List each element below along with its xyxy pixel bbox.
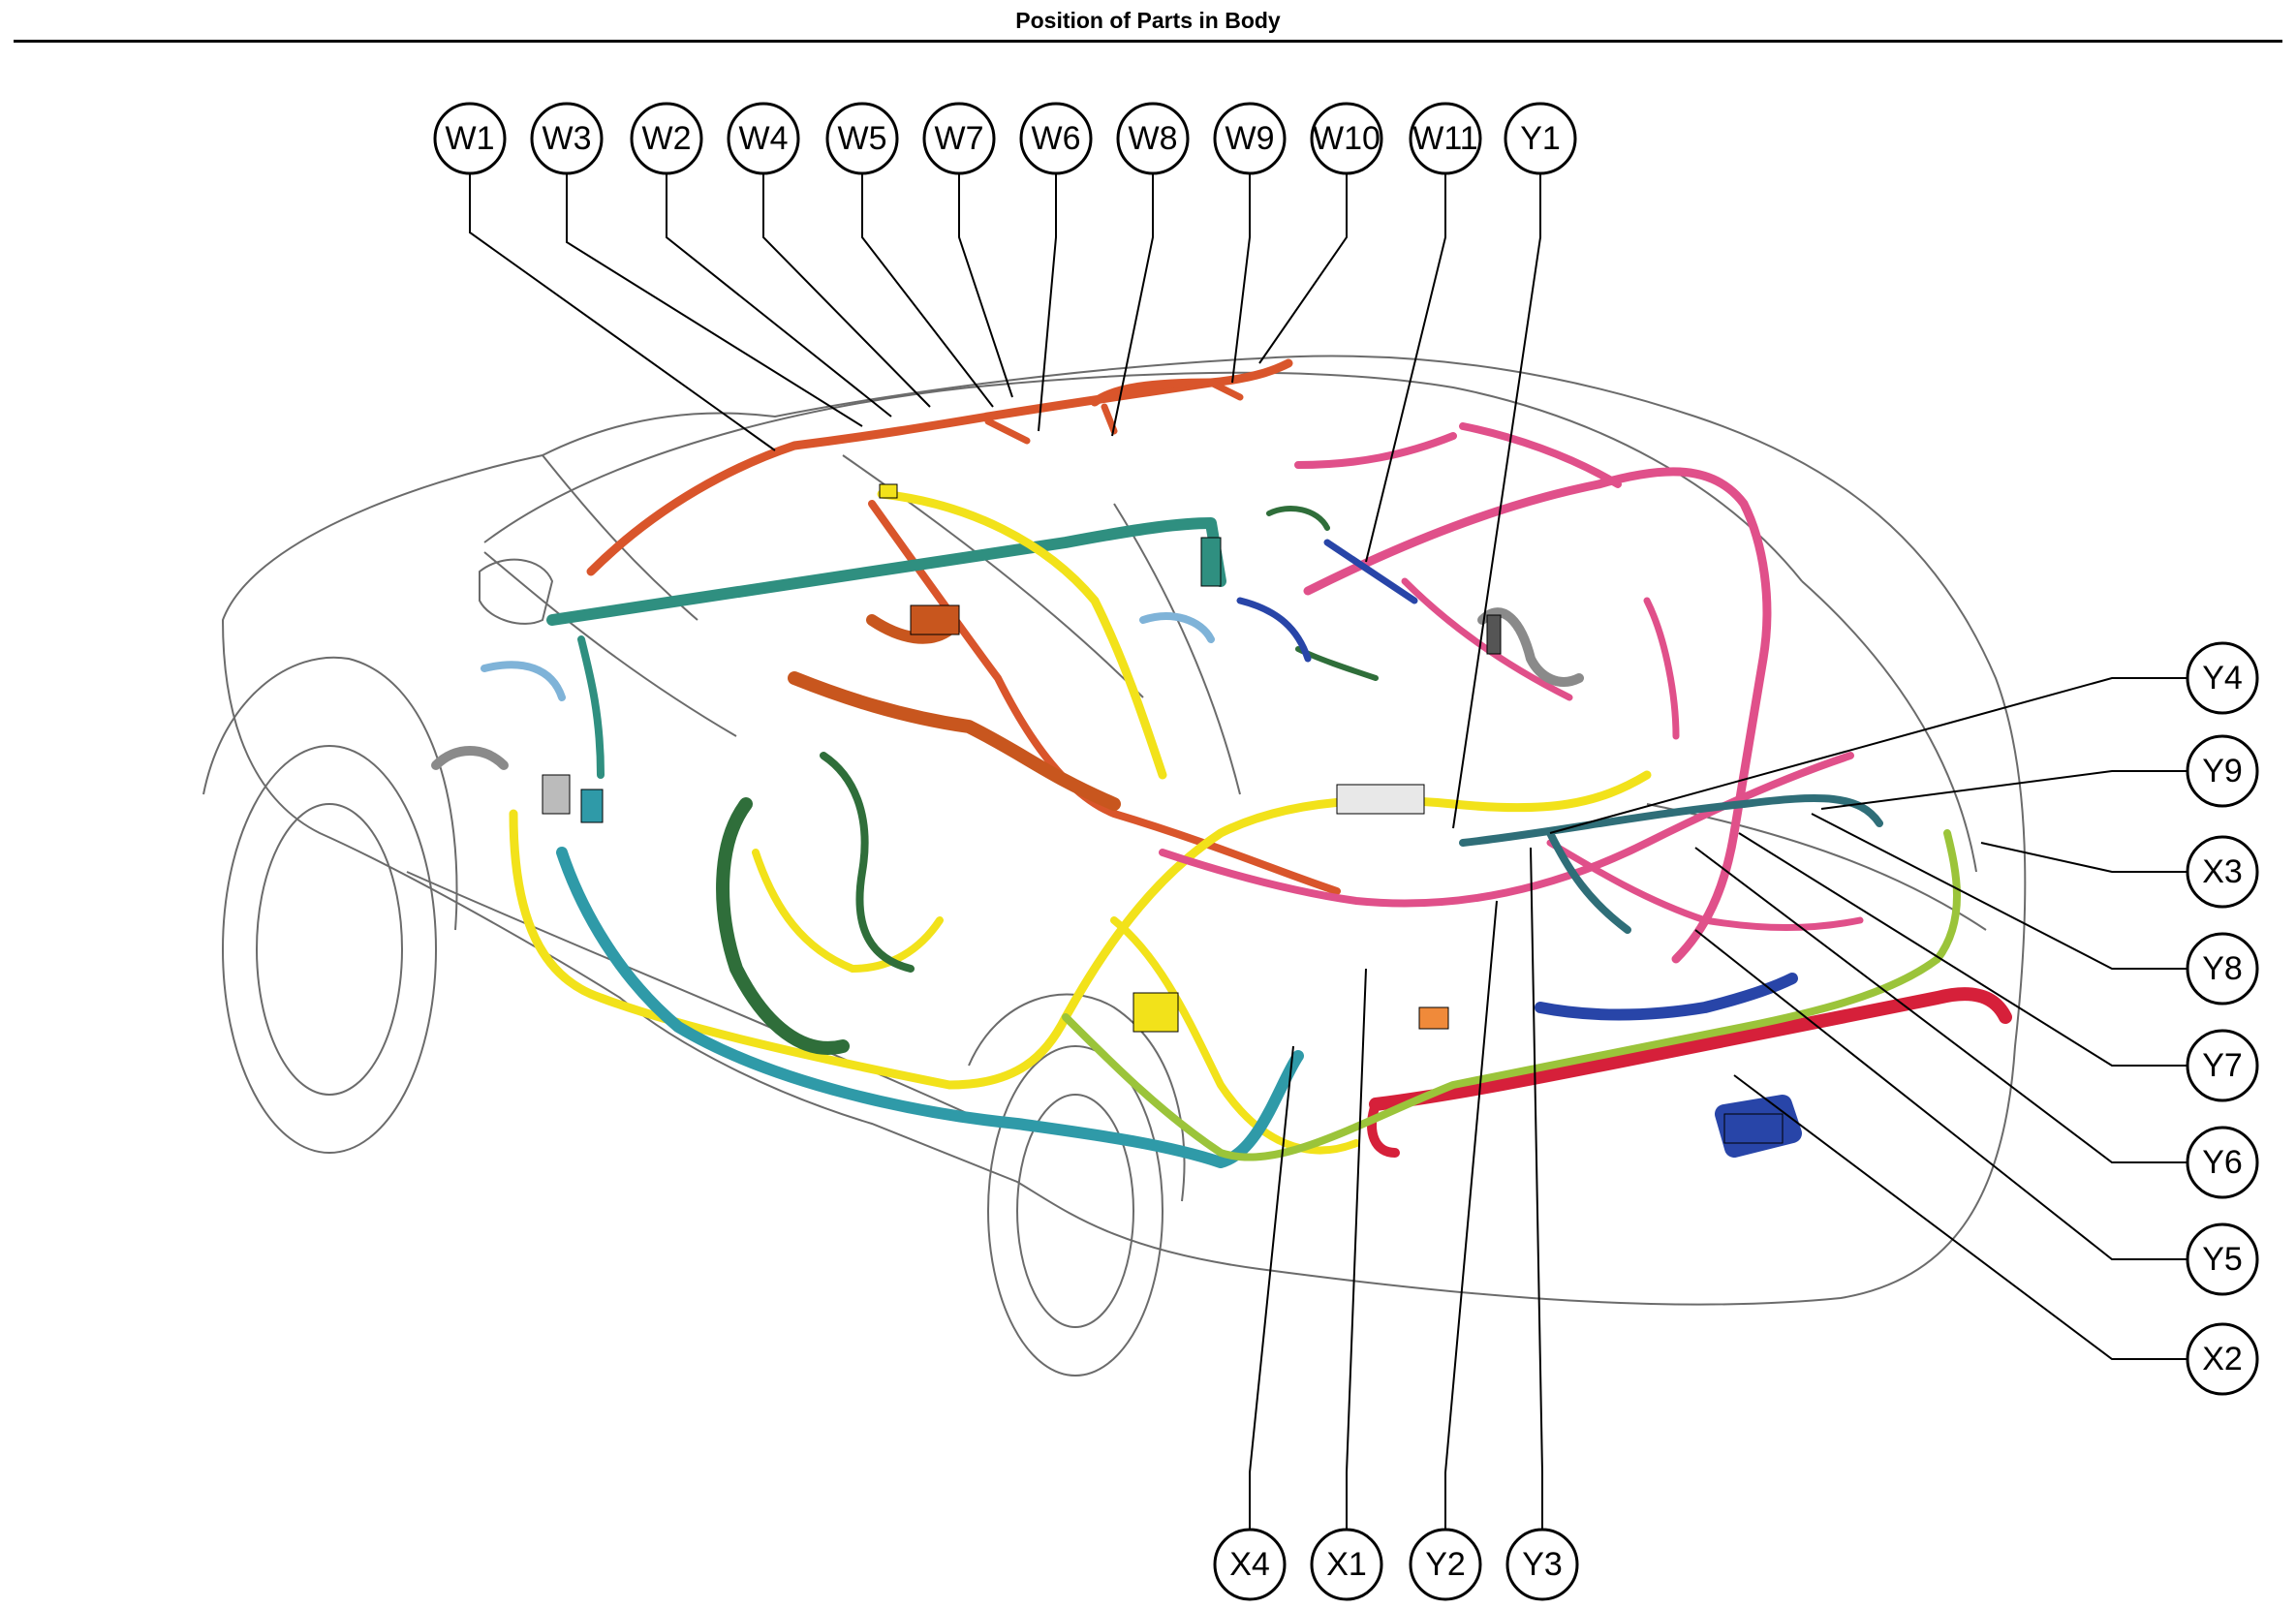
callout-w5-label: W5 bbox=[838, 120, 887, 157]
callout-x2: X2 bbox=[2186, 1322, 2259, 1396]
rear-blue-harness bbox=[1236, 539, 1802, 1158]
center-pillar-harness bbox=[788, 500, 1341, 895]
callout-x1: X1 bbox=[1310, 1528, 1383, 1601]
callout-x1-label: X1 bbox=[1326, 1546, 1367, 1583]
callout-w4-label: W4 bbox=[739, 120, 789, 157]
callout-w1: W1 bbox=[433, 102, 507, 175]
callout-w9: W9 bbox=[1213, 102, 1287, 175]
callout-y6-label: Y6 bbox=[2202, 1144, 2243, 1181]
callout-y6: Y6 bbox=[2186, 1126, 2259, 1199]
callout-x2-label: X2 bbox=[2202, 1341, 2243, 1377]
dash-yellow-harness bbox=[509, 489, 1652, 1155]
gray-harness bbox=[431, 607, 1584, 770]
callout-y1: Y1 bbox=[1504, 102, 1577, 175]
lime-harness bbox=[1062, 829, 1961, 1161]
callout-y5-label: Y5 bbox=[2202, 1241, 2243, 1278]
car-body-outline bbox=[221, 355, 2027, 1306]
callout-x4: X4 bbox=[1213, 1528, 1287, 1601]
roof-harness bbox=[586, 358, 1293, 576]
callout-y2-label: Y2 bbox=[1425, 1546, 1466, 1583]
title-divider bbox=[14, 40, 2282, 43]
callout-w7-label: W7 bbox=[935, 120, 984, 157]
rear-red-harness bbox=[1367, 987, 2012, 1158]
callout-w5: W5 bbox=[825, 102, 899, 175]
callout-w4: W4 bbox=[727, 102, 800, 175]
harness-connectors bbox=[542, 483, 1784, 1144]
callout-w7: W7 bbox=[922, 102, 996, 175]
callout-w11: W11 bbox=[1409, 102, 1482, 175]
callout-x4-label: X4 bbox=[1229, 1546, 1270, 1583]
callout-y7: Y7 bbox=[2186, 1029, 2259, 1102]
callout-w2-label: W2 bbox=[642, 120, 692, 157]
light-blue-harness bbox=[481, 612, 1215, 701]
callout-y9: Y9 bbox=[2186, 734, 2259, 808]
callout-y3-label: Y3 bbox=[1522, 1546, 1563, 1583]
callout-w3-label: W3 bbox=[543, 120, 592, 157]
callout-w8: W8 bbox=[1116, 102, 1190, 175]
rear-wheel bbox=[968, 993, 1186, 1377]
callout-w3: W3 bbox=[530, 102, 604, 175]
callout-y5: Y5 bbox=[2186, 1222, 2259, 1296]
page-title: Position of Parts in Body bbox=[1015, 8, 1281, 33]
callout-w6: W6 bbox=[1019, 102, 1093, 175]
rear-pink-harness bbox=[1159, 422, 1864, 964]
callout-y9-label: Y9 bbox=[2202, 753, 2243, 789]
callout-x3-label: X3 bbox=[2202, 853, 2243, 890]
callout-w6-label: W6 bbox=[1032, 120, 1081, 157]
front-teal-harness bbox=[546, 517, 1226, 779]
callout-x3: X3 bbox=[2186, 835, 2259, 909]
callout-leaders bbox=[469, 162, 2187, 1538]
callout-y2: Y2 bbox=[1409, 1528, 1482, 1601]
callout-w1-label: W1 bbox=[446, 120, 495, 157]
callout-y8: Y8 bbox=[2186, 932, 2259, 1006]
callout-y8-label: Y8 bbox=[2202, 950, 2243, 987]
callout-y4-label: Y4 bbox=[2202, 660, 2243, 696]
front-wheel bbox=[202, 656, 458, 1154]
callout-y3: Y3 bbox=[1505, 1528, 1579, 1601]
callout-w2: W2 bbox=[630, 102, 703, 175]
callout-w10: W10 bbox=[1310, 102, 1383, 175]
callout-w11-label: W11 bbox=[1412, 120, 1477, 157]
callout-y4: Y4 bbox=[2186, 641, 2259, 715]
callout-w8-label: W8 bbox=[1129, 120, 1178, 157]
callout-w10-label: W10 bbox=[1313, 120, 1381, 157]
rear-dark-teal-harness bbox=[1459, 794, 1883, 934]
callout-y1-label: Y1 bbox=[1520, 120, 1561, 157]
floor-teal-harness bbox=[556, 847, 1304, 1168]
callout-w9-label: W9 bbox=[1226, 120, 1275, 157]
callout-y7-label: Y7 bbox=[2202, 1047, 2243, 1084]
